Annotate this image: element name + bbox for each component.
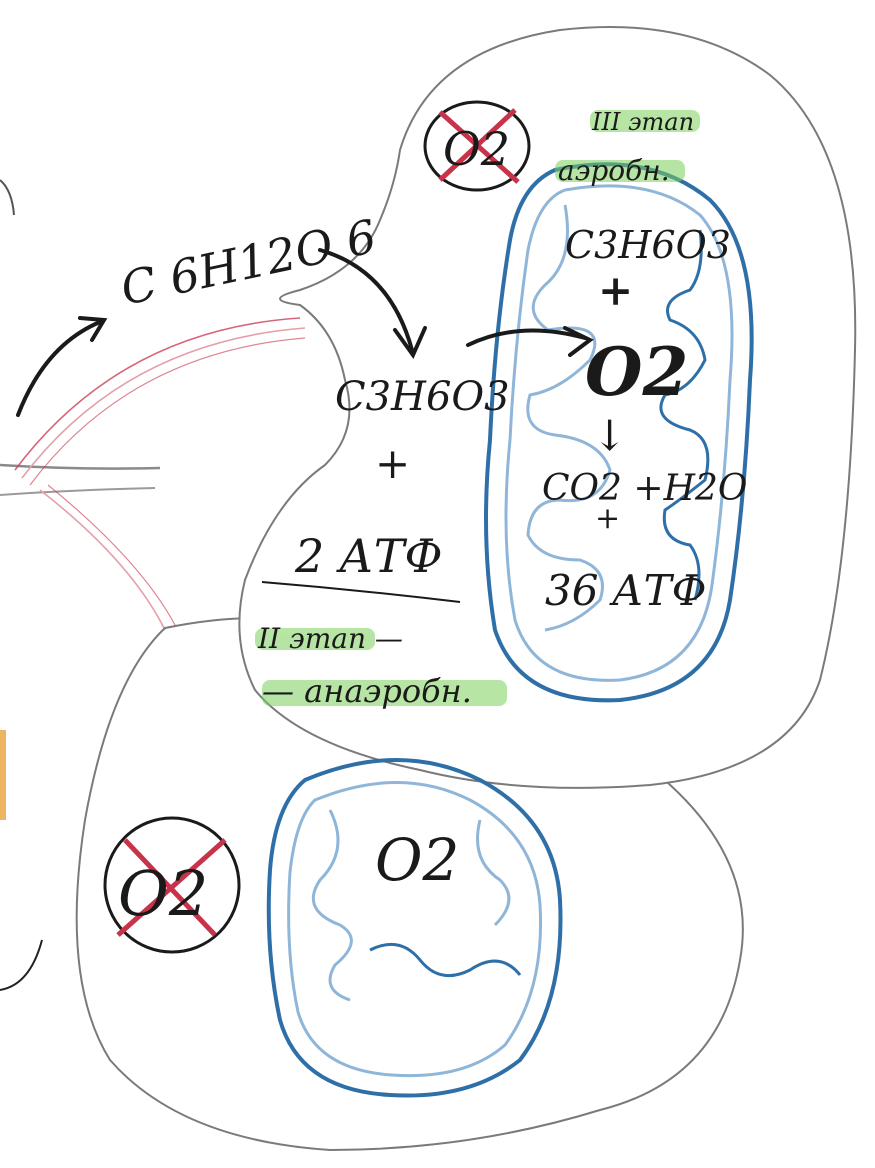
stage-2-label-line2: — анаэробн.	[262, 672, 472, 710]
stage-3-label-line1: III этап	[591, 108, 694, 136]
left-edge-curve-bottom	[0, 940, 42, 990]
left-edge-curve	[0, 180, 14, 215]
down-arrow: ↓	[592, 411, 627, 460]
atp-anaerobic: 2 АТФ	[294, 529, 443, 583]
lower-mitochondrion	[269, 760, 561, 1096]
pyruvate-formula-cytoplasm: С3Н6О3	[335, 374, 510, 420]
stage-2-label-line1: II этап —	[257, 622, 403, 655]
no-oxygen-label-top: O2	[443, 122, 510, 176]
oxygen-lower-mito: O2	[375, 826, 459, 894]
arrow-into-cell	[18, 322, 100, 415]
products-formula: CO2 +H2O	[542, 468, 747, 509]
orange-edge-mark	[0, 730, 6, 820]
atp-aerobic: 36 АТФ	[545, 566, 706, 615]
plus-sign-1: +	[375, 439, 410, 488]
stage-3-label-line2: аэробн.	[558, 154, 670, 187]
plus-sign-2: +	[598, 266, 633, 315]
pyruvate-formula-mito: С3Н6О3	[565, 223, 731, 267]
oxygen-main: O2	[585, 333, 688, 411]
plus-sign-3: +	[595, 501, 620, 536]
no-oxygen-label-bottom: O2	[118, 857, 208, 930]
